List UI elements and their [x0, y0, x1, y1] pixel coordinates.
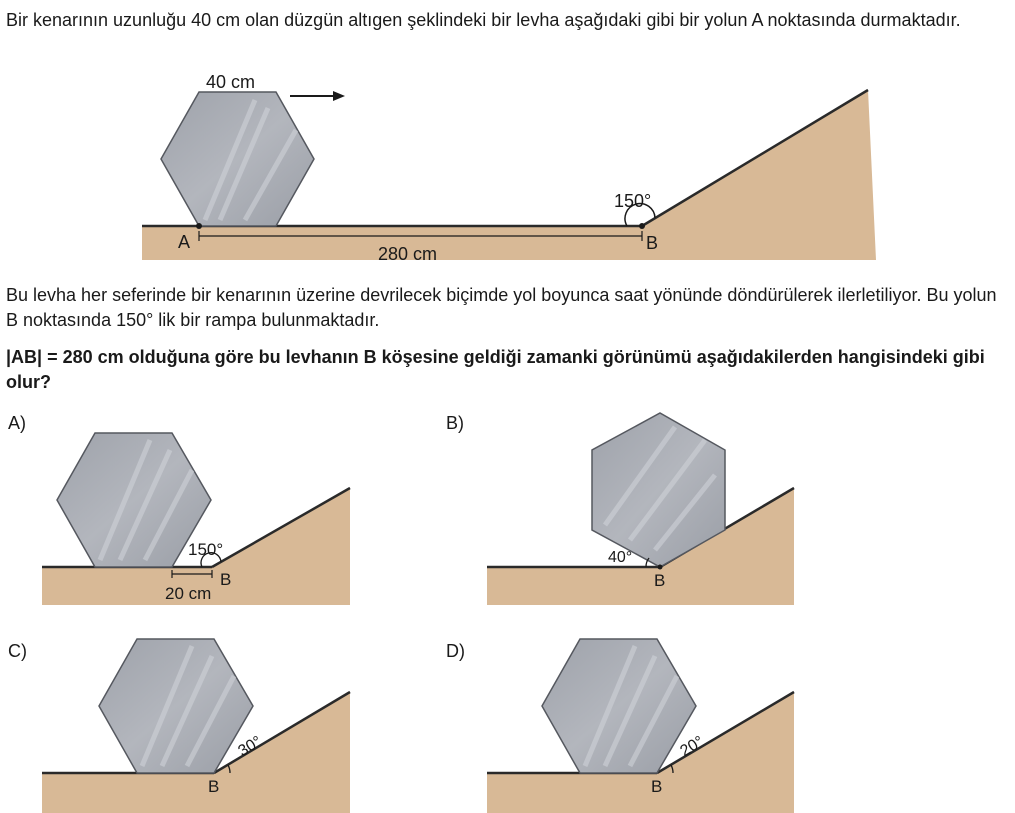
- angle-arc: [645, 557, 650, 568]
- main-figure: 40 cm 150° A B 280 cm: [142, 72, 876, 264]
- hexagon-plate: [56, 432, 212, 568]
- option-a-figure[interactable]: 150° B 20 cm: [0, 410, 440, 610]
- hexagon-plate: [160, 91, 315, 227]
- point-a-label: A: [178, 232, 190, 252]
- distance-marker: [198, 231, 643, 241]
- hexagon-plate: [541, 638, 697, 774]
- angle-label: 150°: [188, 540, 223, 559]
- option-b-figure[interactable]: 40° B: [440, 405, 880, 610]
- option-a-label[interactable]: A): [8, 413, 26, 433]
- intro-text: Bir kenarının uzunluğu 40 cm olan düzgün…: [6, 10, 961, 30]
- option-d-figure[interactable]: 20° B: [440, 630, 880, 813]
- angle-arc: [227, 764, 231, 774]
- angle-arc: [624, 202, 656, 227]
- distance-label: 20 cm: [165, 584, 211, 603]
- point-b-label: B: [651, 777, 662, 796]
- angle-label: 150°: [614, 191, 651, 211]
- arrow-right-icon: [290, 91, 345, 101]
- distance-marker: [171, 570, 213, 578]
- option-d-label[interactable]: D): [446, 641, 465, 661]
- option-b-label[interactable]: B): [446, 413, 464, 433]
- angle-arc: [200, 552, 222, 568]
- question-text: |AB| = 280 cm olduğuna göre bu levhanın …: [6, 347, 985, 392]
- angle-arc: [670, 764, 674, 774]
- hexagon-plate: [591, 412, 726, 568]
- point-b-dot: [639, 223, 645, 229]
- point-b-label: B: [646, 233, 658, 253]
- angle-label: 40°: [608, 549, 632, 566]
- distance-label: 280 cm: [378, 244, 437, 264]
- point-b-label: B: [220, 570, 231, 589]
- ramp-line: [641, 88, 869, 228]
- point-b-label: B: [654, 571, 665, 590]
- side-label: 40 cm: [206, 72, 255, 92]
- road-ground: [142, 90, 876, 260]
- hexagon-plate: [98, 638, 254, 774]
- option-c-label[interactable]: C): [8, 641, 27, 661]
- option-c-figure[interactable]: 30° B: [0, 630, 440, 813]
- point-a-dot: [196, 223, 202, 229]
- description-text: Bu levha her seferinde bir kenarının üze…: [6, 285, 997, 330]
- point-b-label: B: [208, 777, 219, 796]
